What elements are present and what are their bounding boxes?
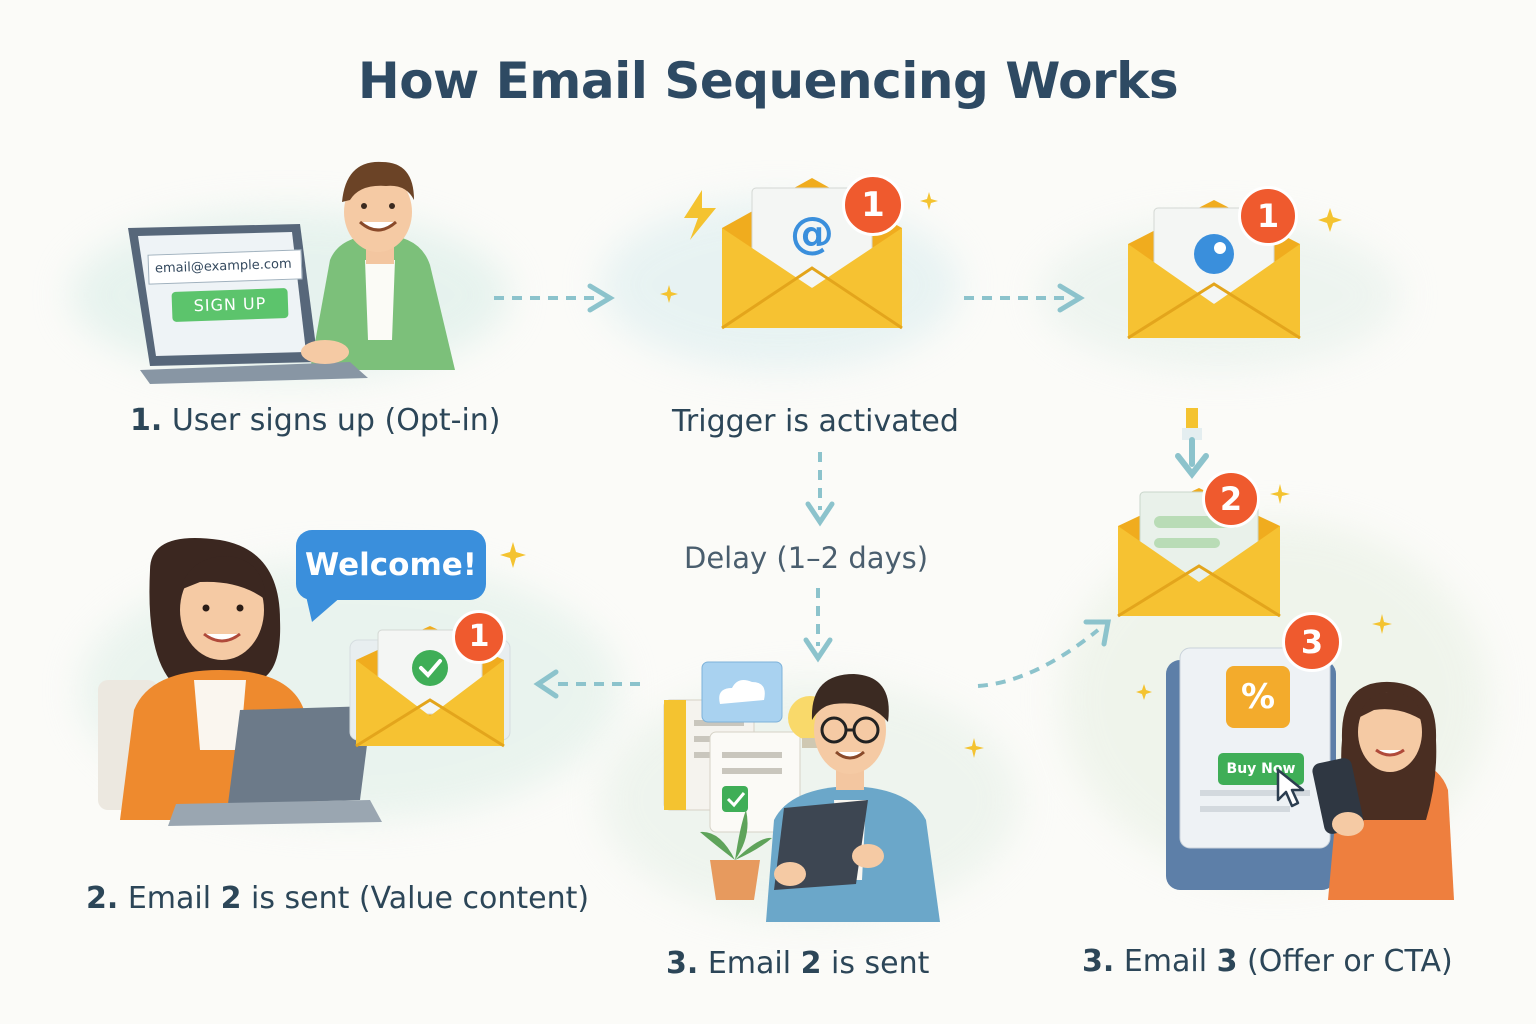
sparkle-icon [1372,614,1392,634]
flow-arrow-1 [494,283,615,313]
step-number: 3. [1082,944,1115,979]
value-content-scene [663,661,940,922]
offer-scene [1166,647,1454,900]
cursor-icon [1276,768,1305,808]
step-text: User signs up (Opt-in) [162,403,501,438]
bubble-tail [306,596,342,622]
flow-arrow-down-1 [805,452,835,527]
svg-text:@: @ [790,208,834,259]
sparkle-icon [1270,484,1290,504]
notification-badge: 1 [842,174,904,236]
step-welcome-label: 2. Email 2 is sent (Value content) [86,881,590,916]
notification-badge: 2 [1202,470,1260,528]
welcome-bubble: Welcome! [296,530,486,600]
discount-tag: % [1226,666,1290,728]
flow-arrow-down-3 [1175,408,1209,479]
sparkle-icon [660,285,678,303]
notification-badge: 1 [452,610,506,664]
step-number: 2. [86,881,119,916]
delay-label: Delay (1–2 days) [684,541,929,575]
page-title: How Email Sequencing Works [357,52,1179,110]
notification-badge: 3 [1282,612,1342,672]
sparkle-icon [500,542,526,568]
sparkle-icon [1136,684,1152,700]
email-field[interactable]: email@example.com [147,249,303,285]
step-offer-label: 3. Email 3 (Offer or CTA) [1082,944,1453,979]
notification-badge: 1 [1238,186,1298,246]
step-trigger-label: Trigger is activated [672,404,959,439]
flow-arrow-2 [964,283,1085,313]
step-signup-label: 1. User signs up (Opt-in) [130,403,501,438]
flow-arrow-left [533,669,640,699]
flow-arrow-down-2 [803,588,833,663]
step-number: 3. [666,946,699,981]
envelope-at-icon: @ [721,178,903,330]
flow-arrow-diagonal [977,619,1111,688]
sparkle-icon [964,738,984,758]
signup-button[interactable]: SIGN UP [171,287,289,323]
step-value-label: 3. Email 2 is sent [666,946,930,981]
sparkle-icon [920,192,938,210]
lightning-icon [684,190,716,240]
envelope-check-icon [349,626,511,748]
welcome-scene [98,538,382,826]
sparkle-icon [1318,208,1342,232]
step-number: 1. [130,403,163,438]
